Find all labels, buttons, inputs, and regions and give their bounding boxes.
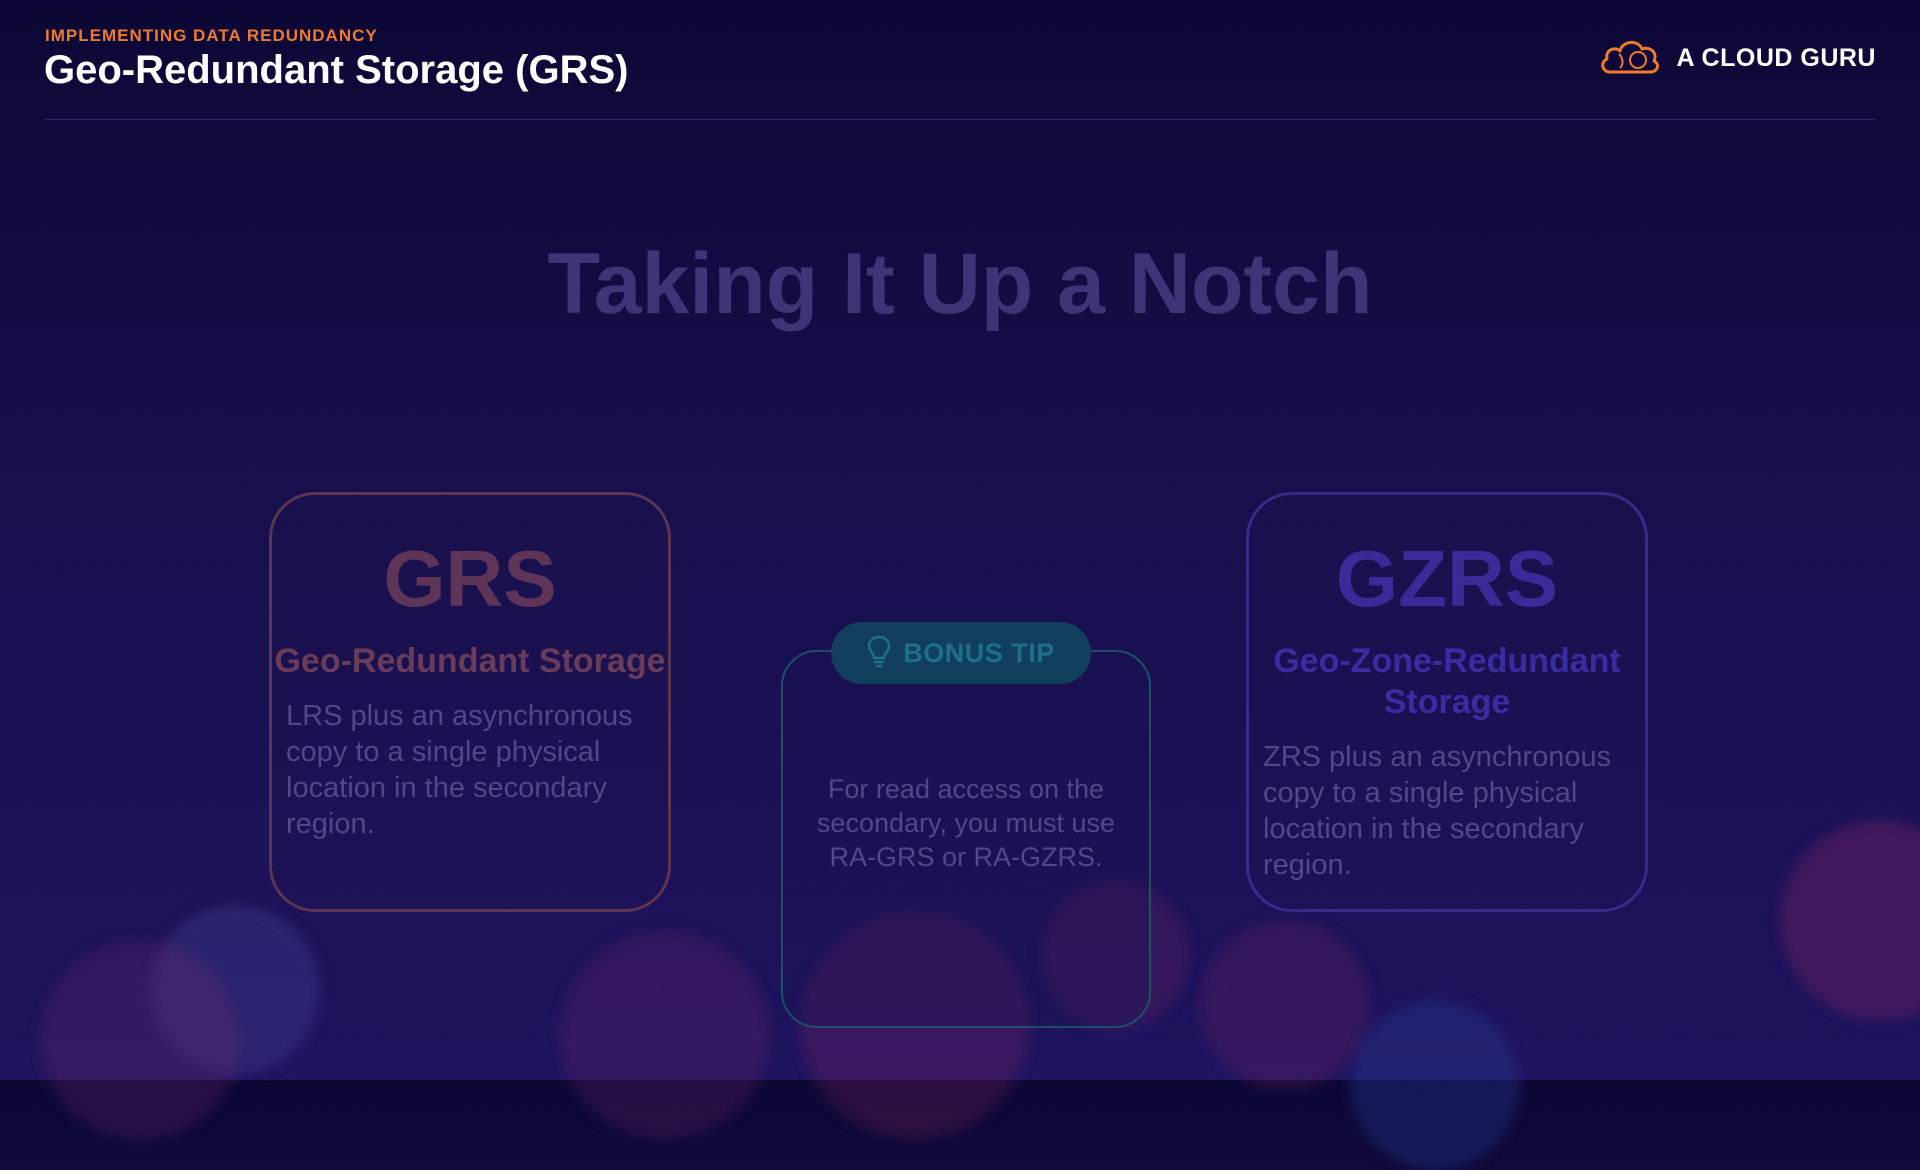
card-abbreviation: GRS xyxy=(383,534,557,623)
gzrs-card: GZRS Geo-Zone-Redundant Storage ZRS plus… xyxy=(1246,492,1648,912)
grs-card: GRS Geo-Redundant Storage LRS plus an as… xyxy=(269,492,671,912)
card-full-name: Geo-Zone-Redundant Storage xyxy=(1273,642,1621,721)
page-title: Geo-Redundant Storage (GRS) xyxy=(44,48,629,92)
bonus-tip-label: BONUS TIP xyxy=(903,637,1055,668)
background-bokeh xyxy=(1780,820,1920,1020)
lightbulb-icon xyxy=(867,634,891,673)
bonus-tip-badge: BONUS TIP xyxy=(831,622,1091,684)
background-bokeh xyxy=(1200,920,1370,1090)
background-bokeh xyxy=(40,940,240,1140)
section-eyebrow: IMPLEMENTING DATA REDUNDANCY xyxy=(45,26,378,45)
background-bokeh xyxy=(1350,1000,1520,1170)
card-description: ZRS plus an asynchronous copy to a singl… xyxy=(1263,741,1612,881)
card-abbreviation: GZRS xyxy=(1335,534,1559,623)
slide-heading: Taking It Up a Notch xyxy=(547,236,1373,332)
brand-name: A CLOUD GURU xyxy=(1676,44,1876,72)
bonus-tip-text: For read access on the secondary, you mu… xyxy=(816,774,1116,872)
background-bokeh xyxy=(150,905,320,1075)
bonus-tip-card xyxy=(781,650,1151,1028)
card-description: LRS plus an asynchronous copy to a singl… xyxy=(286,700,633,840)
header-divider xyxy=(44,119,1876,120)
cloud-icon xyxy=(1598,36,1662,81)
background-bokeh xyxy=(560,930,770,1140)
brand-logo: A CLOUD GURU xyxy=(1598,36,1876,81)
card-full-name: Geo-Redundant Storage xyxy=(274,642,666,680)
